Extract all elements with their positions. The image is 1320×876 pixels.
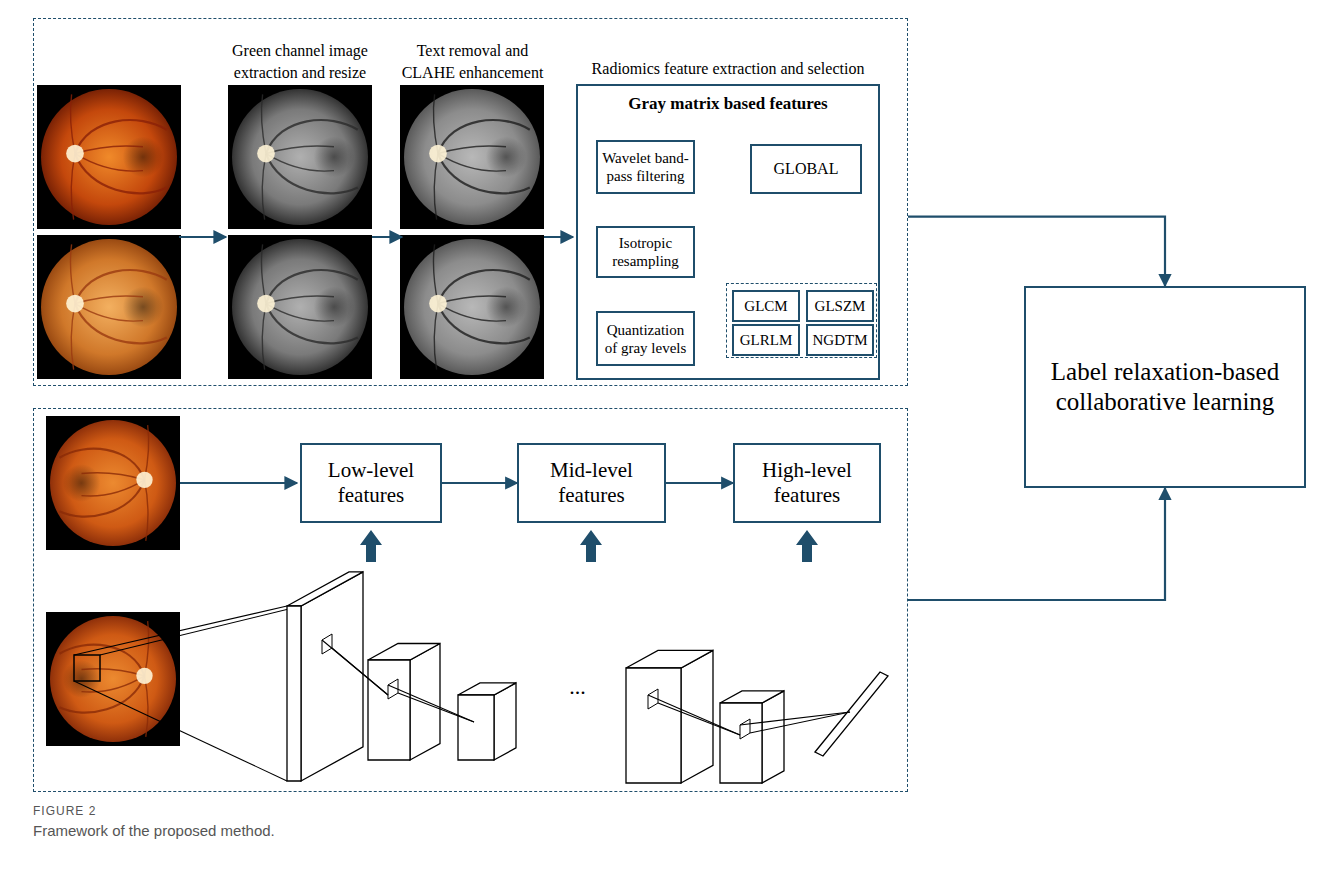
box-label: GLRLM — [740, 331, 793, 349]
projection-line — [332, 648, 388, 695]
feature-box: GLCM — [732, 290, 800, 322]
box-label: NGDTM — [813, 331, 868, 349]
projection-line — [74, 606, 287, 655]
projection-line — [750, 712, 850, 733]
feature-map — [287, 572, 363, 781]
box-label: Label relaxation-based collaborative lea… — [1030, 357, 1300, 417]
box-label: Wavelet band-pass filtering — [602, 149, 689, 185]
fundus-image — [46, 612, 180, 746]
feature-arrow — [796, 530, 818, 562]
step-heading: Radiomics feature extraction and selecti… — [558, 58, 898, 80]
box-label: GLOBAL — [774, 159, 839, 178]
cnn-panel: Low-level features Mid-level features High… — [33, 408, 908, 792]
feature-arrow — [360, 530, 382, 562]
box-label: GLSZM — [815, 297, 866, 315]
feature-box: GLRLM — [732, 324, 800, 356]
fundus-image — [228, 85, 372, 229]
flow-connector — [666, 482, 733, 484]
flow-connector — [908, 217, 1165, 286]
step-heading: Green channel image extraction and resiz… — [205, 40, 395, 84]
projection-line — [648, 695, 740, 735]
projection-line — [658, 703, 740, 735]
box-label: Isotropic resampling — [602, 234, 689, 270]
receptive-field — [74, 655, 100, 681]
projection-line — [74, 681, 287, 781]
fundus-image — [400, 235, 544, 379]
process-box: Wavelet band-pass filtering — [596, 140, 695, 194]
box-label: Low-level features — [306, 458, 436, 508]
box-label: GLCM — [744, 297, 787, 315]
step-heading: Text removal and CLAHE enhancement — [395, 40, 550, 84]
flow-arrow — [372, 236, 402, 238]
feature-level-box: Low-level features — [300, 443, 442, 523]
feature-map — [368, 644, 440, 761]
feature-arrow — [580, 530, 602, 562]
fundus-image — [37, 85, 181, 229]
feature-box: GLOBAL — [750, 144, 862, 194]
feature-level-box: Mid-level features — [517, 443, 666, 523]
projection-line — [100, 606, 301, 655]
box-label: Quantization of gray levels — [602, 321, 689, 357]
box-label: Mid-level features — [523, 458, 660, 508]
figure-caption: Framework of the proposed method. — [33, 820, 733, 842]
learning-box: Label relaxation-based collaborative lea… — [1024, 286, 1306, 488]
output-vector — [815, 672, 888, 756]
flow-connector — [908, 488, 1165, 600]
fundus-image — [46, 416, 180, 550]
projection-line — [322, 640, 388, 695]
radiomics-box: Radiomics feature extraction and selecti… — [576, 84, 880, 380]
fundus-image — [400, 85, 544, 229]
process-box: Quantization of gray levels — [596, 311, 695, 366]
box-heading: Gray matrix based features — [578, 86, 878, 114]
projection-line — [388, 685, 474, 722]
box-label: High-level features — [739, 458, 875, 508]
fundus-image — [37, 235, 181, 379]
projection-line — [398, 693, 474, 722]
flow-arrow — [544, 236, 573, 238]
figure-number: FIGURE 2 — [33, 800, 233, 822]
feature-box: GLSZM — [806, 290, 874, 322]
feature-level-box: High-level features — [733, 443, 881, 523]
feature-map — [720, 691, 784, 783]
process-box: Isotropic resampling — [596, 226, 695, 278]
kernel — [740, 719, 750, 739]
feature-map — [458, 683, 516, 760]
feature-map — [626, 650, 713, 783]
flow-connector — [442, 482, 517, 484]
fundus-image — [228, 235, 372, 379]
ellipsis: ... — [555, 676, 600, 698]
flow-arrow — [180, 482, 297, 484]
flow-arrow — [179, 236, 226, 238]
feature-group: GLCM GLSZM GLRLM NGDTM — [726, 283, 877, 358]
feature-box: NGDTM — [806, 324, 874, 356]
